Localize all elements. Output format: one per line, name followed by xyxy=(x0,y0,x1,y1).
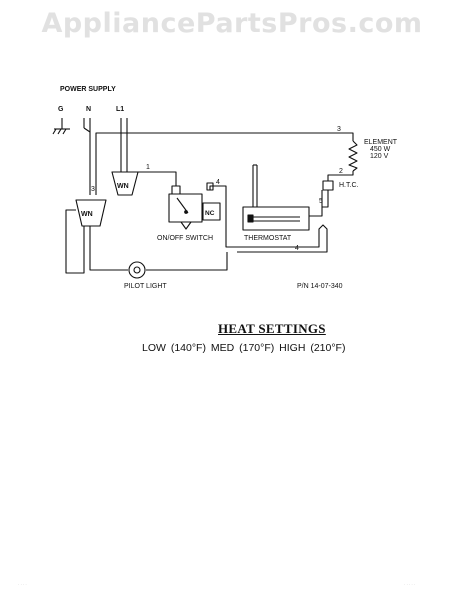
neutral-label: N xyxy=(86,106,92,113)
wire-3 xyxy=(95,132,354,195)
wire-4-bottom-label: 4 xyxy=(295,245,299,252)
wire-3-left-label: 3 xyxy=(91,186,95,193)
wire-2 xyxy=(327,171,354,181)
onoff-switch-body xyxy=(168,182,221,230)
heat-settings-title: HEAT SETTINGS xyxy=(218,321,326,336)
htc-label: H.T.C. xyxy=(339,182,359,189)
wire-1 xyxy=(132,171,177,186)
part-number-label: P/N 14-07-340 xyxy=(297,283,343,290)
wire-1-label: 1 xyxy=(146,164,150,171)
power-supply-label: POWER SUPPLY xyxy=(60,86,116,93)
wire-neutral xyxy=(83,118,91,195)
switch-nc-label: NC xyxy=(205,210,215,217)
thermostat-label: THERMOSTAT xyxy=(244,235,292,242)
wire-3-top-label: 3 xyxy=(337,126,341,133)
wire-5 xyxy=(322,196,329,208)
pilot-light-label: PILOT LIGHT xyxy=(124,283,167,290)
wire-4-top-label: 4 xyxy=(216,179,220,186)
wire-4-return xyxy=(237,224,328,253)
wire-nut-left xyxy=(75,199,107,227)
wire-4 xyxy=(209,185,315,248)
scan-artifact: · · · · xyxy=(18,582,27,587)
scan-artifact: · · · · · xyxy=(404,582,416,587)
pilot-light xyxy=(128,261,146,279)
wire-nut-left-label: WN xyxy=(81,211,93,218)
wire-pilot-loop xyxy=(65,209,228,274)
thermostat-body xyxy=(242,164,323,231)
heat-settings-values: LOW (140°F) MED (170°F) HIGH (210°F) xyxy=(142,342,346,354)
wire-nut-upper-label: WN xyxy=(117,183,129,190)
element-coil xyxy=(348,140,358,172)
onoff-switch-label: ON/OFF SWITCH xyxy=(157,235,213,242)
line-label: L1 xyxy=(116,106,125,113)
ground-label: G xyxy=(58,106,64,113)
ground-symbol xyxy=(52,118,70,135)
wire-nut-upper xyxy=(111,171,139,196)
wire-5-label: 5 xyxy=(319,198,323,205)
htc-symbol xyxy=(322,180,334,196)
element-label: ELEMENT xyxy=(364,139,398,146)
wire-l1 xyxy=(120,118,128,172)
element-watts-label: 450 W xyxy=(370,146,391,153)
watermark-text: AppliancePartsPros.com xyxy=(41,8,423,39)
element-volts-label: 120 V xyxy=(370,153,389,160)
wire-2-label: 2 xyxy=(339,168,343,175)
